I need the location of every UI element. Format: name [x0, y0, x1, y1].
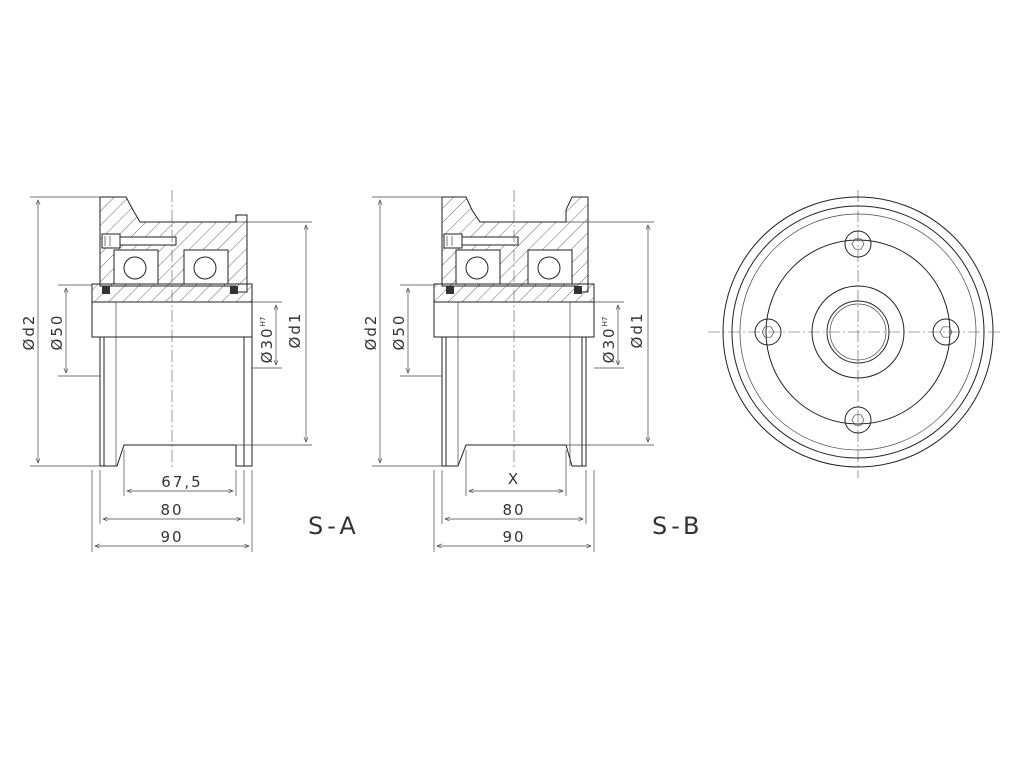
hub-flange: [765, 239, 951, 425]
screw-left: [101, 233, 177, 249]
svg-text:Ø30H7: Ø30H7: [258, 317, 276, 364]
end-view: [708, 190, 1000, 478]
dim-d30-left: Ø30H7: [252, 301, 282, 369]
dim-d30-right: Ø30H7: [594, 301, 624, 369]
dim-w3-left: 90: [91, 470, 253, 552]
dim-w3-label-right: 90: [502, 528, 525, 546]
seal-right-2: [574, 286, 582, 294]
dim-w2-right: 80: [441, 470, 587, 524]
bolt-hole-right: [932, 318, 960, 346]
dim-d1-label-left: Ød1: [286, 312, 304, 349]
view-label-s-b: S-B: [652, 512, 704, 540]
dim-d1-right: Ød1: [566, 221, 654, 446]
dim-d50-right: Ø50: [390, 284, 442, 377]
dim-d1-label-right: Ød1: [628, 312, 646, 349]
dim-w2-label-right: 80: [502, 501, 525, 519]
dim-d2-right: Ød2: [362, 196, 442, 467]
seal-left-1: [102, 286, 110, 294]
dim-w2-left: 80: [99, 470, 245, 524]
bore: [826, 300, 890, 364]
dim-d30-label-left: Ø30: [258, 326, 276, 363]
bore-chamfer: [829, 303, 887, 361]
dim-d30-label-right: Ø30: [600, 326, 618, 363]
dim-d2-label-left: Ød2: [20, 314, 38, 351]
dim-w1-left: 67,5: [123, 450, 237, 496]
dim-w2-label-left: 80: [160, 501, 183, 519]
dim-d50-label-left: Ø50: [48, 314, 66, 351]
svg-text:Ø30H7: Ø30H7: [600, 317, 618, 364]
dim-d50-left: Ø50: [48, 284, 100, 377]
dim-d2-left: Ød2: [20, 196, 100, 467]
view-s-a: Ød2 Ø50 Ø30H7 Ød1 67,5: [20, 190, 360, 552]
screw-right: [443, 233, 519, 249]
outer-rim: [722, 196, 994, 468]
dim-d30-tol-left: H7: [259, 317, 267, 327]
tread-edge: [739, 213, 977, 451]
dim-d30-tol-right: H7: [601, 317, 609, 327]
bearings-left: [113, 249, 229, 285]
dim-w3-label-left: 90: [160, 528, 183, 546]
bolt-hole-top: [844, 230, 872, 258]
seal-left-2: [230, 286, 238, 294]
bolt-hole-bottom: [844, 406, 872, 434]
view-s-b: Ød2 Ø50 Ø30H7 Ød1 X: [362, 190, 704, 552]
view-label-s-a: S-A: [308, 512, 360, 540]
bolt-hole-left: [754, 318, 782, 346]
hub-outer: [811, 285, 905, 379]
bearings-right: [455, 249, 573, 285]
dim-d2-label-right: Ød2: [362, 314, 380, 351]
dim-w3-right: 90: [433, 470, 595, 552]
dim-w1-label-right: X: [508, 470, 520, 488]
rim-inner-edge: [731, 205, 985, 459]
dim-d50-label-right: Ø50: [390, 314, 408, 351]
dim-w1-right: X: [465, 450, 567, 496]
seal-right-1: [446, 286, 454, 294]
dim-w1-label-left: 67,5: [161, 473, 202, 491]
dim-d1-left: Ød1: [236, 221, 312, 446]
